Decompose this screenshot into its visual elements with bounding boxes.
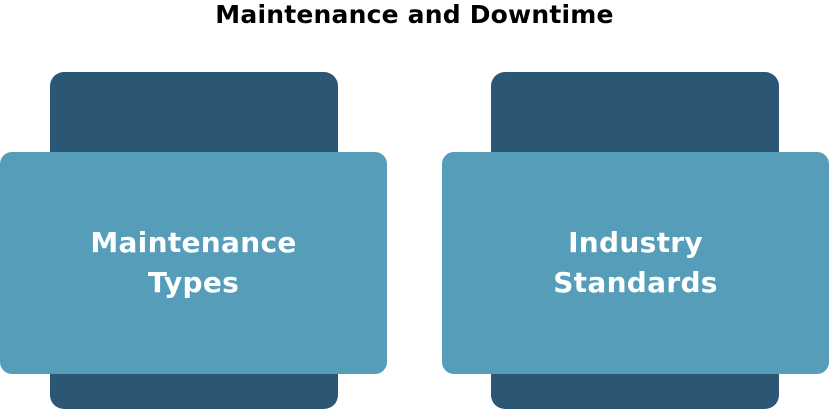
- card-label-line-2: Types: [147, 266, 240, 299]
- card-label-line-1: Industry: [568, 226, 703, 259]
- card-label-line-1: Maintenance: [90, 226, 297, 259]
- card-front-panel: Industry Standards: [442, 152, 829, 374]
- diagram-title: Maintenance and Downtime: [215, 0, 614, 29]
- card-label-line-2: Standards: [553, 266, 718, 299]
- card-front-panel: Maintenance Types: [0, 152, 387, 374]
